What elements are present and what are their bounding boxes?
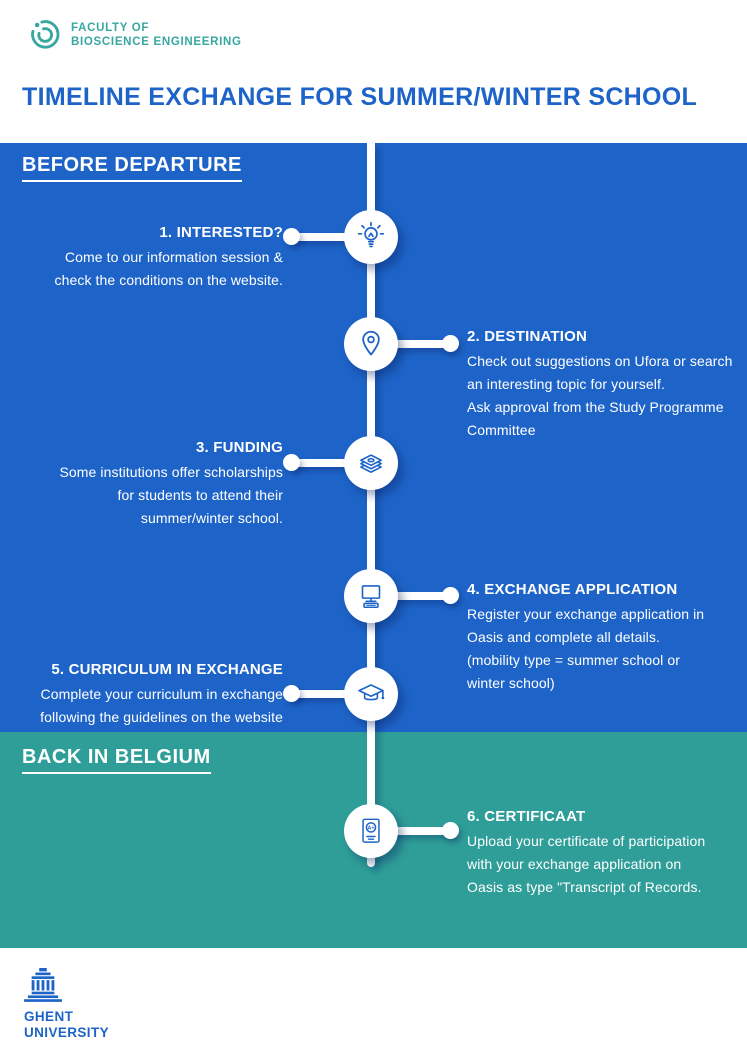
timeline-item-funding: 3. FUNDING Some institutions offer schol… [3, 439, 283, 530]
graduation-cap-icon [358, 684, 385, 701]
timeline-item-title: 6. CERTIFICAAT [467, 808, 586, 825]
connector-dot-item-4 [442, 587, 459, 604]
faculty-name-line1: FACULTY OF [71, 21, 150, 34]
money-icon [360, 454, 382, 473]
ghent-university-logo: GHENT UNIVERSITY [24, 968, 109, 1040]
timeline-node-3 [344, 436, 398, 490]
connector-dot-item-6 [442, 822, 459, 839]
university-name-line1: GHENT [24, 1009, 74, 1024]
timeline-item-curriculum: 5. CURRICULUM IN EXCHANGE Complete your … [3, 661, 283, 729]
timeline-node-1 [344, 210, 398, 264]
connector-item-2 [390, 340, 452, 348]
timeline-item-text: Upload your certificate of participation… [467, 833, 706, 895]
timeline-item-exchange-application: 4. EXCHANGE APPLICATION Register your ex… [467, 581, 745, 695]
connector-item-4 [390, 592, 452, 600]
connector-dot-item-1 [283, 228, 300, 245]
university-building-icon [24, 968, 62, 1002]
timeline-item-text: Come to our information session & check … [54, 249, 283, 288]
certificate-icon: A+ [362, 818, 380, 843]
connector-item-3 [290, 459, 352, 467]
connector-dot-item-2 [442, 335, 459, 352]
faculty-logo-icon [31, 20, 60, 49]
timeline-item-interested: 1. INTERESTED? Come to our information s… [3, 224, 283, 292]
timeline-item-title: 2. DESTINATION [467, 328, 588, 345]
timeline-item-title: 5. CURRICULUM IN EXCHANGE [51, 661, 283, 678]
timeline-spine [367, 143, 375, 867]
timeline-item-title: 3. FUNDING [195, 439, 283, 456]
timeline-item-text: Complete your curriculum in exchange fol… [40, 686, 283, 725]
timeline-item-certificaat: 6. CERTIFICAAT Upload your certificate o… [467, 808, 745, 899]
faculty-name: FACULTY OF BIOSCIENCE ENGINEERING [71, 21, 242, 50]
connector-item-5 [290, 690, 352, 698]
connector-item-1 [290, 233, 352, 241]
faculty-name-line2: BIOSCIENCE ENGINEERING [71, 36, 242, 48]
svg-text:A+: A+ [368, 825, 375, 831]
timeline-item-text: Check out suggestions on Ufora or search… [467, 353, 733, 438]
timeline-node-2 [344, 317, 398, 371]
timeline-item-title: 4. EXCHANGE APPLICATION [467, 581, 678, 598]
connector-item-6 [390, 827, 452, 835]
location-pin-icon [362, 330, 380, 356]
section-heading-before-departure: BEFORE DEPARTURE [22, 154, 242, 182]
university-name: GHENT UNIVERSITY [24, 1009, 109, 1040]
section-heading-back-in-belgium: BACK IN BELGIUM [22, 746, 211, 774]
university-name-line2: UNIVERSITY [24, 1024, 110, 1040]
timeline-item-destination: 2. DESTINATION Check out suggestions on … [467, 328, 745, 442]
computer-icon [361, 585, 381, 609]
connector-dot-item-5 [283, 685, 300, 702]
faculty-logo: FACULTY OF BIOSCIENCE ENGINEERING [28, 18, 242, 52]
timeline-item-text: Some institutions offer scholarships for… [59, 464, 283, 526]
timeline-node-6: A+ [344, 804, 398, 858]
timeline-node-5 [344, 667, 398, 721]
connector-dot-item-3 [283, 454, 300, 471]
timeline-item-text: Register your exchange application in Oa… [467, 606, 705, 691]
timeline-node-4 [344, 569, 398, 623]
lightbulb-icon [357, 221, 385, 248]
page-title: TIMELINE EXCHANGE FOR SUMMER/WINTER SCHO… [22, 83, 698, 111]
timeline-item-title: 1. INTERESTED? [159, 224, 283, 241]
